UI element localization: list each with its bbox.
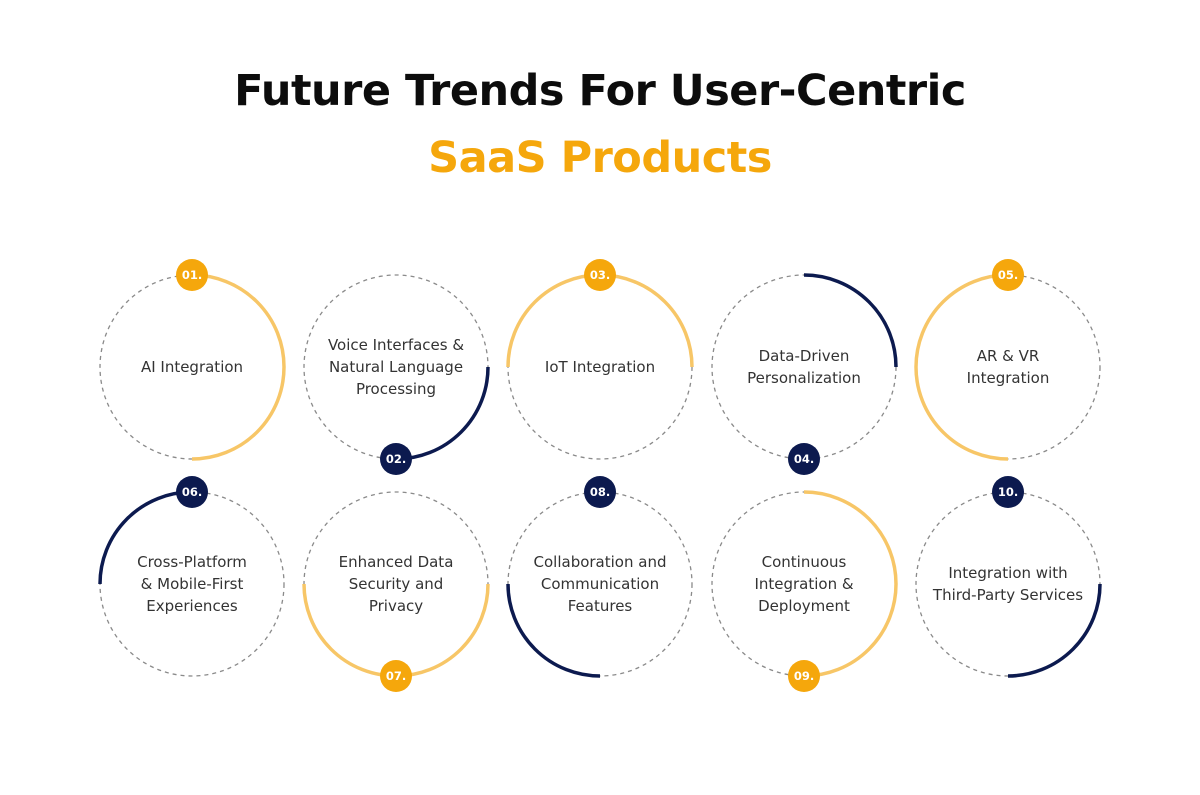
trend-number: 04. [794, 452, 814, 466]
trend-label-line: AI Integration [141, 358, 243, 376]
trend-progress-arc [803, 273, 898, 368]
trend-number-badge [380, 443, 412, 475]
trend-label-line: Natural Language [329, 358, 463, 376]
trend-number: 09. [794, 669, 814, 683]
trend-progress-arc [191, 273, 286, 461]
trend-number: 01. [182, 268, 202, 282]
trend-progress-arc [914, 273, 1009, 461]
trend-label-line: IoT Integration [545, 358, 655, 376]
trend-number: 02. [386, 452, 406, 466]
title-line-1: Future Trends For User-Centric [234, 66, 966, 116]
trend-number-badge [176, 476, 208, 508]
trend-label-line: Third-Party Services [932, 586, 1083, 604]
trend-label-line: Cross-Platform [137, 553, 247, 571]
trend-progress-arc [1007, 583, 1102, 678]
trend-number-badge [380, 660, 412, 692]
trend-item: AI Integration 01. [99, 259, 286, 461]
trend-label-line: Integration [967, 369, 1050, 387]
trend-number: 06. [182, 485, 202, 499]
trend-label-line: Collaboration and [534, 553, 667, 571]
trend-number-badge [788, 660, 820, 692]
title-line-2: SaaS Products [428, 133, 772, 183]
trend-label-line: Features [568, 597, 633, 615]
trend-item: AR & VR Integration 05. [914, 259, 1101, 461]
trend-label-line: Integration with [948, 564, 1067, 582]
trend-number-badge [176, 259, 208, 291]
trend-number-badge [584, 476, 616, 508]
trend-label-line: Security and [349, 575, 444, 593]
trend-item: IoT Integration 03. [506, 259, 694, 460]
trend-number: 03. [590, 268, 610, 282]
trend-progress-arc [98, 490, 193, 585]
trend-label-line: AR & VR [977, 347, 1040, 365]
trend-label-line: Experiences [146, 597, 238, 615]
trend-number: 05. [998, 268, 1018, 282]
trend-label-line: Deployment [758, 597, 850, 615]
trend-label-line: Privacy [369, 597, 423, 615]
trend-label-line: & Mobile-First [141, 575, 244, 593]
trend-label-line: Communication [541, 575, 659, 593]
trend-number-badge [992, 259, 1024, 291]
trend-label-line: Data-Driven [759, 347, 850, 365]
trend-label-line: Integration & [754, 575, 853, 593]
trend-label-line: Voice Interfaces & [328, 336, 464, 354]
trend-label-line: Continuous [762, 553, 847, 571]
trend-progress-arc [506, 583, 601, 678]
trend-progress-arc [803, 490, 898, 678]
trend-label: AR & VR Integration [967, 347, 1050, 387]
trend-number: 10. [998, 485, 1018, 499]
trend-label-line: Personalization [747, 369, 861, 387]
trend-number: 07. [386, 669, 406, 683]
trend-label: AI Integration [141, 358, 243, 376]
trend-number-badge [788, 443, 820, 475]
trend-number: 08. [590, 485, 610, 499]
trend-progress-arc [395, 366, 490, 461]
trend-label: IoT Integration [545, 358, 655, 376]
trend-label-line: Processing [356, 380, 436, 398]
trend-number-badge [584, 259, 616, 291]
trend-label-line: Enhanced Data [339, 553, 454, 571]
trend-number-badge [992, 476, 1024, 508]
